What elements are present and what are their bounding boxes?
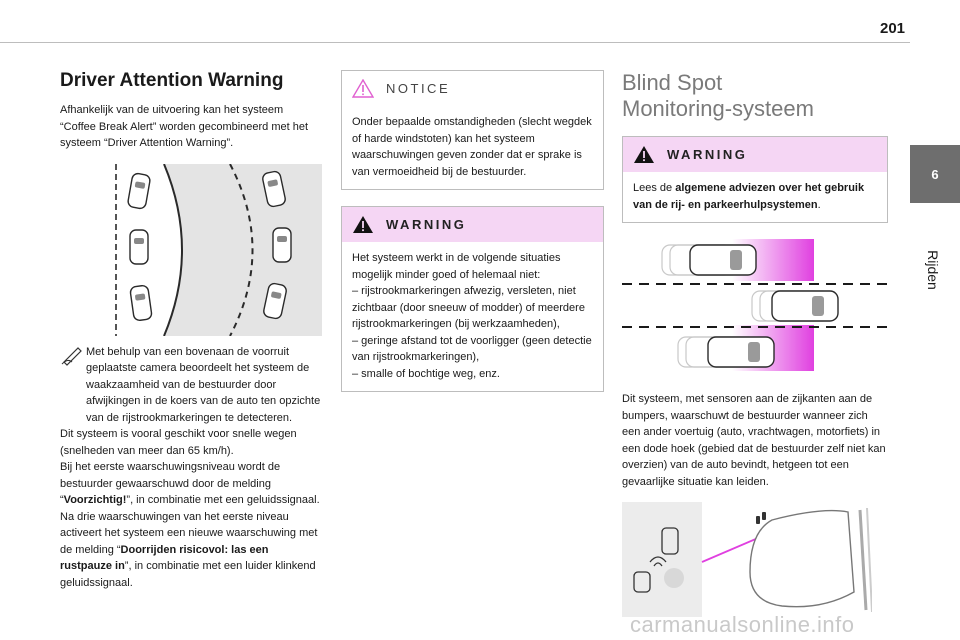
notice-header: NOTICE xyxy=(342,71,603,106)
mirror-indicator-illustration xyxy=(622,502,873,617)
chapter-label: Rijden xyxy=(925,250,941,290)
section-title-driver-attention: Driver Attention Warning xyxy=(60,70,284,91)
watermark: carmanualsonline.info xyxy=(630,612,855,637)
list-item: – smalle of bochtige weg, enz. xyxy=(352,367,500,380)
warning-intro: Het systeem werkt in de volgende situati… xyxy=(352,252,561,281)
warning-triangle-icon xyxy=(353,216,373,233)
chapter-tab[interactable]: 6 xyxy=(910,145,960,203)
lane-drift-illustration xyxy=(60,163,322,336)
notice-heading: NOTICE xyxy=(386,81,451,96)
warning-box-limitations: WARNING Het systeem werkt in de volgende… xyxy=(341,206,604,392)
blind-spot-zones-illustration xyxy=(622,239,888,379)
warning-body: Het systeem werkt in de volgende situati… xyxy=(342,242,603,391)
pen-icon xyxy=(61,346,82,366)
notice-text: Onder bepaalde omstandigheden (slecht we… xyxy=(352,116,592,178)
warning-triangle-icon xyxy=(634,146,654,163)
notice-triangle-icon xyxy=(352,79,374,98)
warning-header: WARNING xyxy=(342,207,603,242)
speed-note-text: Dit systeem is vooral geschikt voor snel… xyxy=(60,428,297,457)
list-item: – rijstrookmarkeringen afwezig, verslete… xyxy=(352,285,585,330)
column-notices: NOTICE Onder bepaalde omstandigheden (sl… xyxy=(341,70,604,408)
warning-heading: WARNING xyxy=(386,217,467,232)
warning-advice-text: Lees de algemene adviezen over het gebru… xyxy=(633,182,865,211)
warning-box-advice: WARNING Lees de algemene adviezen over h… xyxy=(622,136,888,223)
camera-note-text: Met behulp van een bovenaan de voorruit … xyxy=(86,345,321,424)
page-number: 201 xyxy=(880,20,906,37)
column-driver-attention: Driver Attention Warning Afhankelijk van… xyxy=(60,70,322,591)
list-item: – geringe afstand tot de voorligger (gee… xyxy=(352,334,592,364)
blind-spot-description: Dit systeem, met sensoren aan de zijkant… xyxy=(622,393,886,488)
warning-heading: WARNING xyxy=(667,147,748,162)
warning-header: WARNING xyxy=(623,137,887,172)
first-level-text: Bij het eerste waarschuwingsniveau wordt… xyxy=(60,461,320,506)
info-note: Met behulp van een bovenaan de voorruit … xyxy=(60,344,322,427)
notice-box: NOTICE Onder bepaalde omstandigheden (sl… xyxy=(341,70,604,190)
second-level-text: Na drie waarschuwingen van het eerste ni… xyxy=(60,510,318,589)
header-rule xyxy=(0,42,910,43)
intro-text: Afhankelijk van de uitvoering kan het sy… xyxy=(60,104,309,149)
